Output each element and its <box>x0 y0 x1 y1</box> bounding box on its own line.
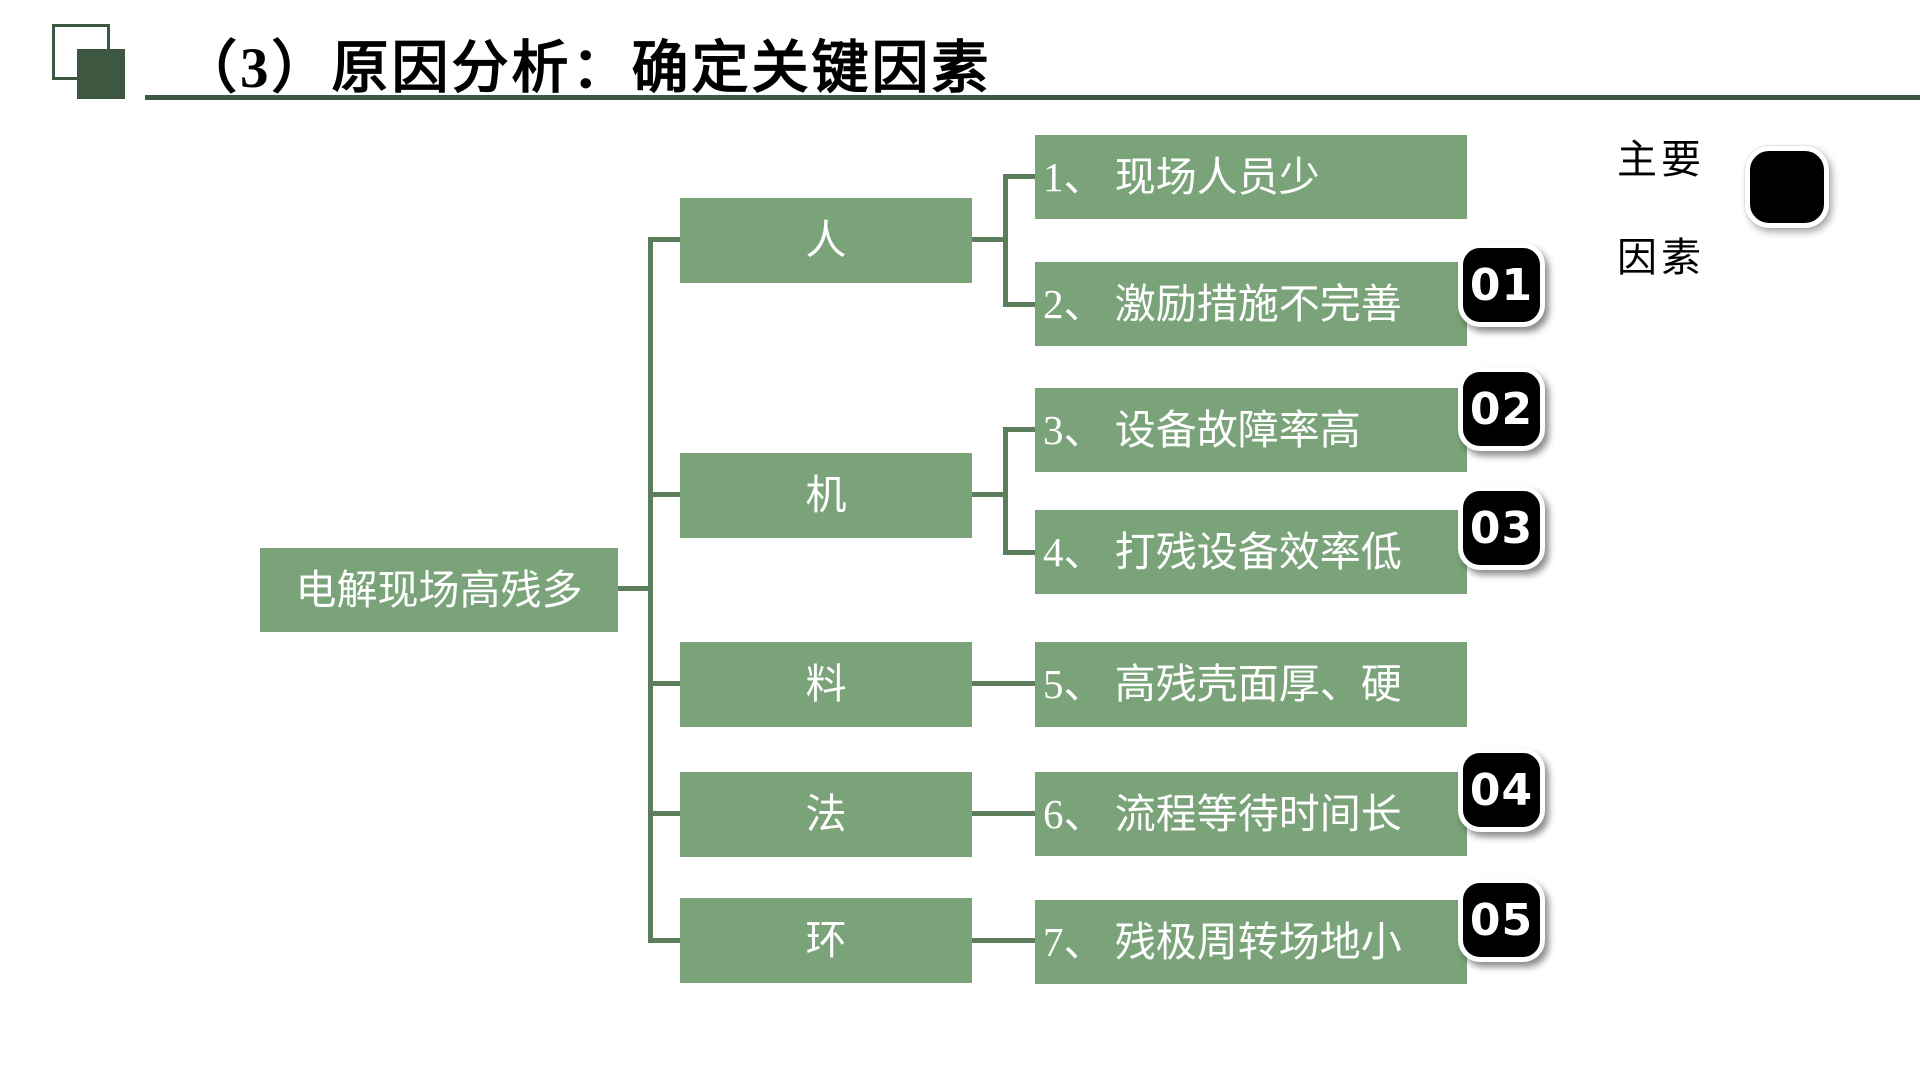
cause-node-2: 2、 激励措施不完善 <box>1035 262 1467 346</box>
connector-stub-machine <box>648 492 680 497</box>
cause-node-6: 6、 流程等待时间长 <box>1035 772 1467 856</box>
cause-node-4: 4、 打残设备效率低 <box>1035 510 1467 594</box>
connector-stub-method <box>648 811 680 816</box>
category-node-environment: 环 <box>680 898 972 983</box>
title-filled-square-icon <box>77 49 125 99</box>
cause-node-1: 1、 现场人员少 <box>1035 135 1467 219</box>
connector-man-branch-vertical <box>1003 174 1008 307</box>
connector-root-horizontal <box>618 586 650 591</box>
cause-node-7: 7、 残极周转场地小 <box>1035 900 1467 984</box>
legend-label: 主要 因素 <box>1617 136 1705 282</box>
main-factor-badge-01: 01 <box>1458 243 1545 327</box>
legend-line1: 主要 <box>1617 137 1705 182</box>
connector-method-item <box>972 811 1035 816</box>
page-title: （3）原因分析：确定关键因素 <box>180 37 992 100</box>
badge-number: 03 <box>1469 502 1534 554</box>
connector-machine-branch-vertical <box>1003 427 1008 555</box>
category-node-man: 人 <box>680 198 972 283</box>
legend-main-factor-marker-icon <box>1745 146 1829 228</box>
connector-item1-stub <box>1003 174 1035 179</box>
category-node-method: 法 <box>680 772 972 857</box>
badge-number: 01 <box>1469 259 1534 311</box>
connector-trunk-vertical <box>648 237 653 943</box>
connector-stub-environment <box>648 938 680 943</box>
cause-node-3: 3、 设备故障率高 <box>1035 388 1467 472</box>
connector-item2-stub <box>1003 302 1035 307</box>
connector-environment-item <box>972 938 1035 943</box>
connector-machine-branch-horizontal <box>972 492 1003 497</box>
connector-item3-stub <box>1003 427 1035 432</box>
main-factor-badge-03: 03 <box>1458 486 1545 570</box>
category-node-machine: 机 <box>680 453 972 538</box>
connector-item4-stub <box>1003 550 1035 555</box>
cause-node-5: 5、 高残壳面厚、硬 <box>1035 642 1467 727</box>
connector-stub-man <box>648 237 680 242</box>
category-node-material: 料 <box>680 642 972 727</box>
main-factor-badge-04: 04 <box>1458 748 1545 832</box>
main-factor-badge-05: 05 <box>1458 878 1545 962</box>
connector-material-item <box>972 681 1035 686</box>
badge-number: 02 <box>1469 383 1534 435</box>
badge-number: 04 <box>1469 764 1534 816</box>
title-underline <box>145 95 1920 100</box>
main-factor-badge-02: 02 <box>1458 367 1545 451</box>
connector-man-branch-horizontal <box>972 237 1003 242</box>
root-node: 电解现场高残多 <box>260 548 618 632</box>
badge-number: 05 <box>1469 894 1534 946</box>
connector-stub-material <box>648 681 680 686</box>
legend-line2: 因素 <box>1617 234 1705 280</box>
